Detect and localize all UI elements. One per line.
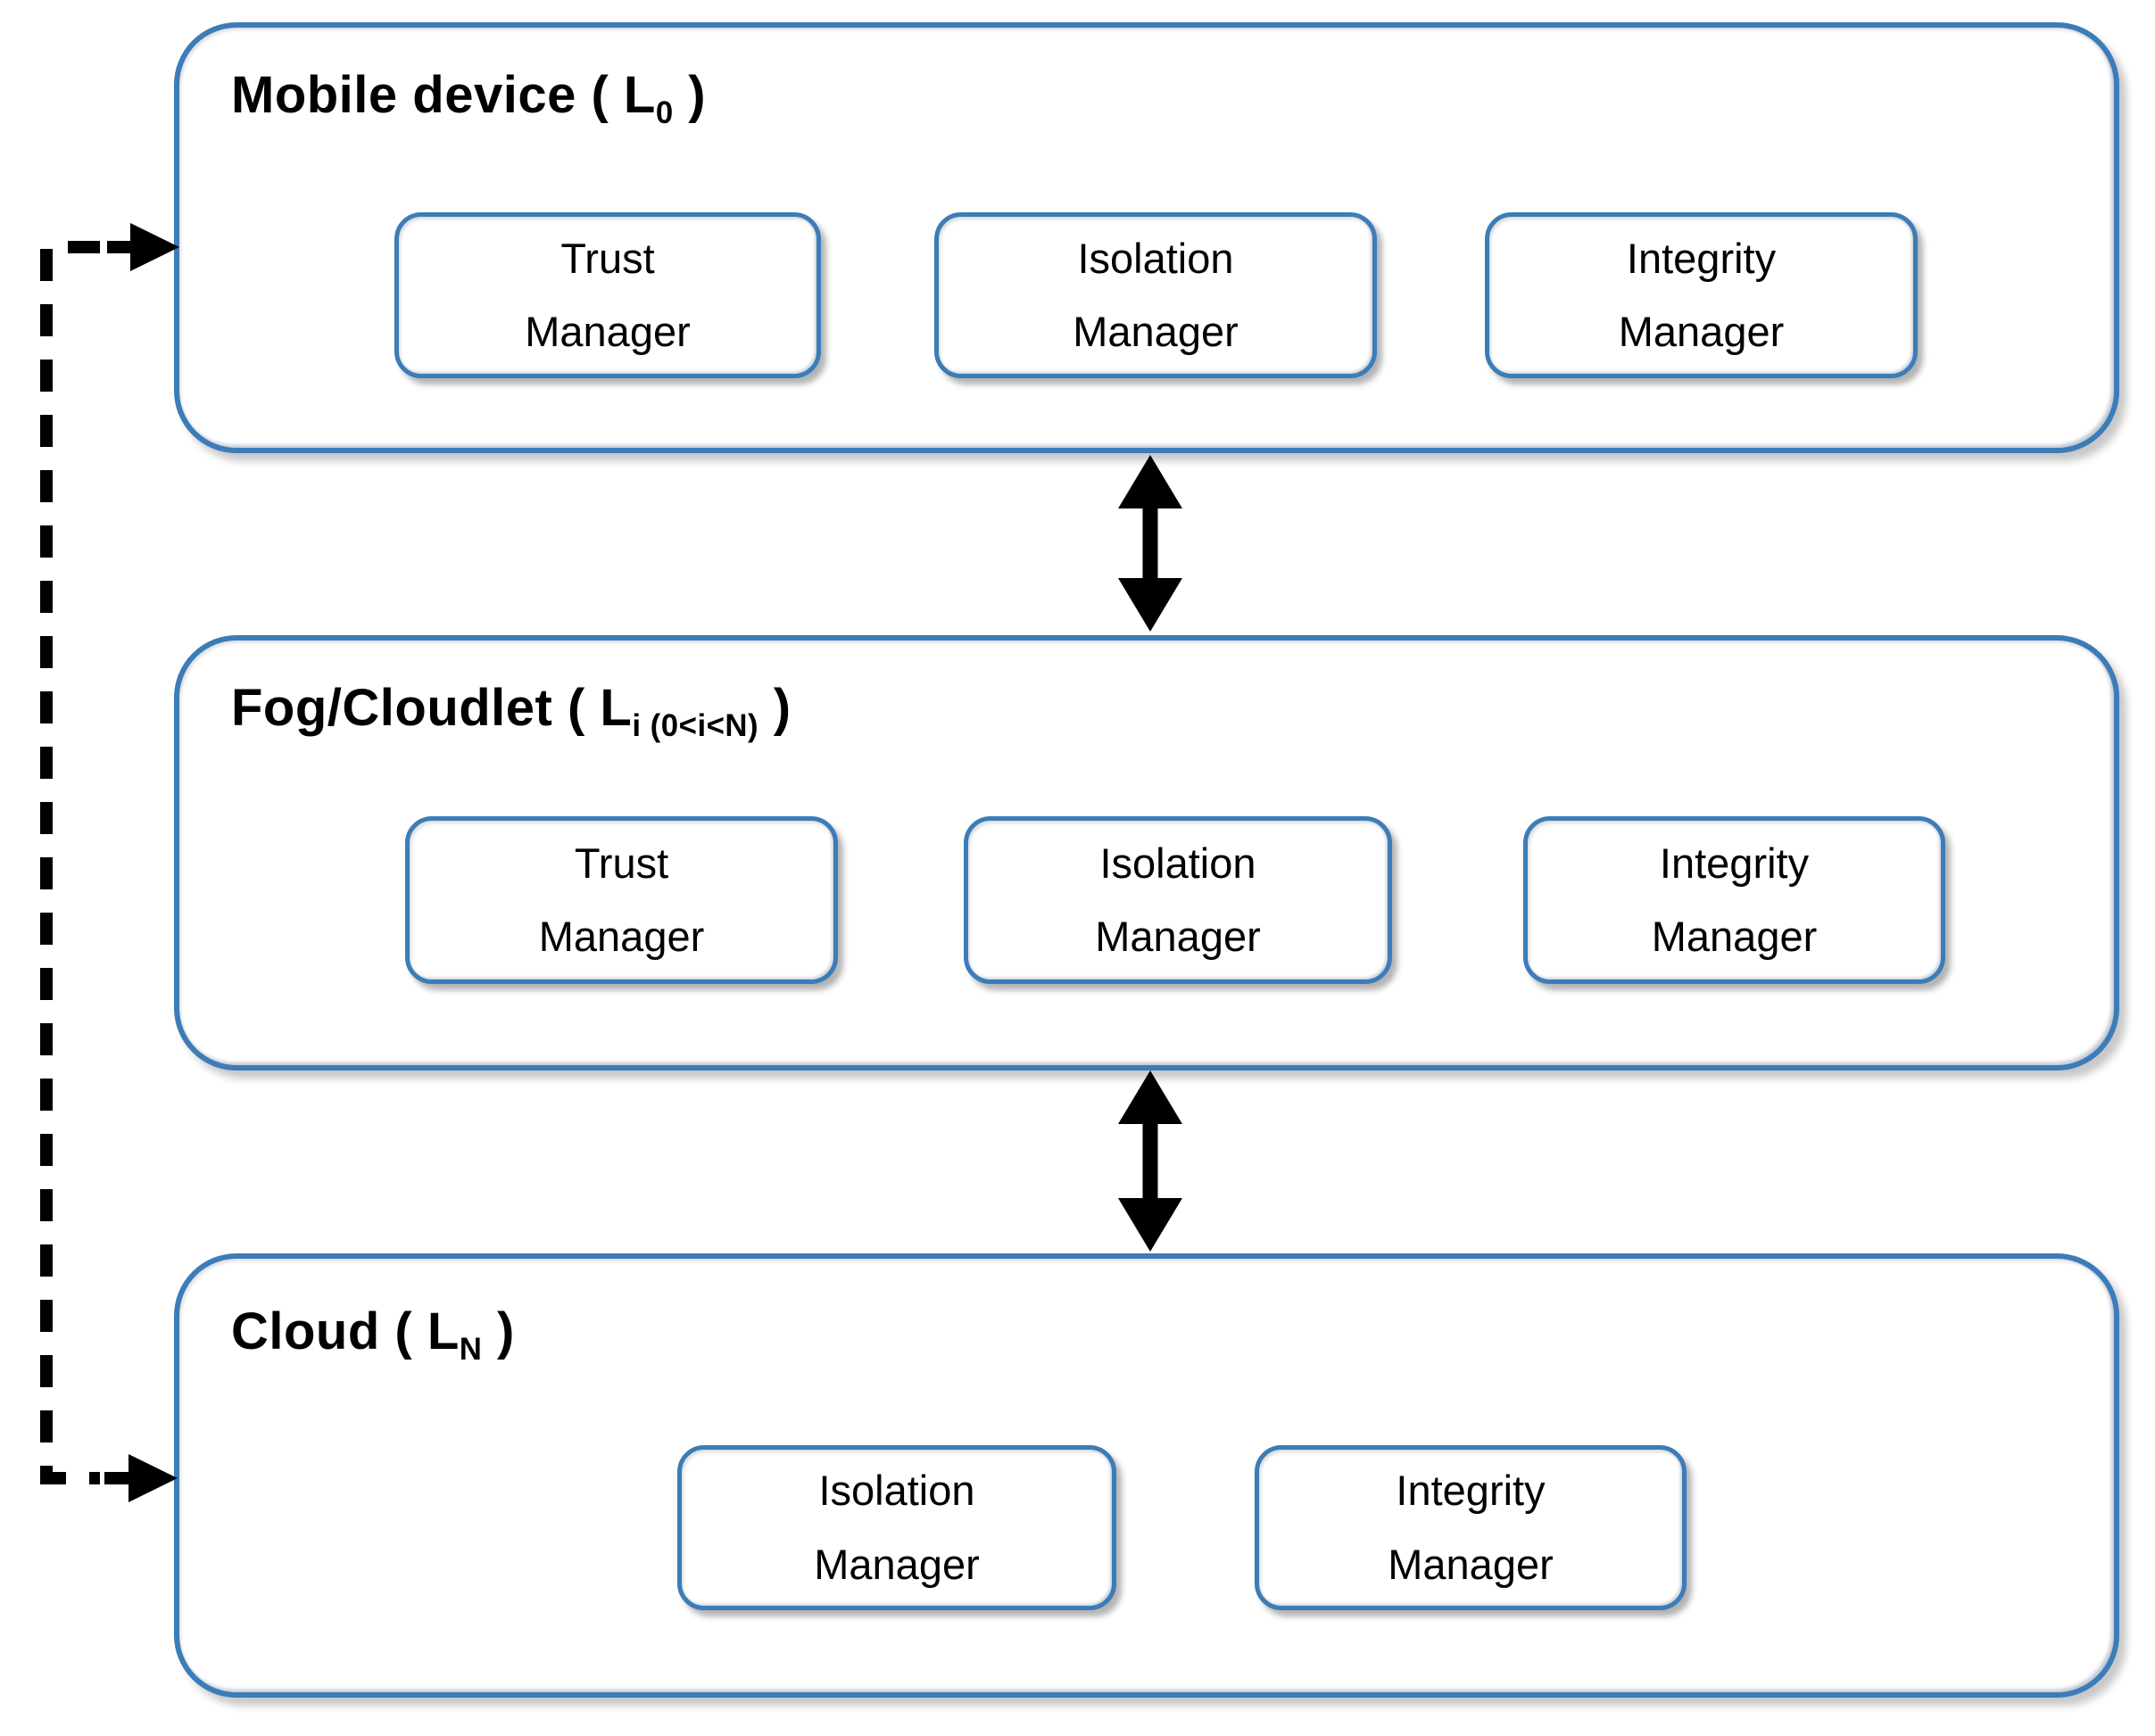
mobile-cloud-dashed-connector <box>40 223 179 1502</box>
module-isolation-manager-cloud: Isolation Manager <box>677 1445 1116 1610</box>
layer-box-cloud: Cloud ( LN ) Isolation Manager Integrity… <box>174 1253 2119 1698</box>
layer-title-cloud-subscript: N <box>459 1332 483 1368</box>
layer-box-fog-cloudlet: Fog/Cloudlet ( Li (0<i<N) ) Trust Manage… <box>174 635 2119 1071</box>
module-trust-manager-fog: Trust Manager <box>405 816 838 984</box>
layer-title-fog-pre: Fog/Cloudlet ( L <box>231 679 633 737</box>
layer-title-mobile-post: ) <box>673 66 707 124</box>
layer-title-mobile-pre: Mobile device ( L <box>231 66 656 124</box>
fog-cloud-arrow <box>1118 1071 1182 1252</box>
layer-title-cloud: Cloud ( LN ) <box>231 1302 515 1365</box>
layer-title-fog-post: ) <box>758 679 792 737</box>
module-isolation-manager-mobile: Isolation Manager <box>934 212 1377 378</box>
layer-title-cloud-pre: Cloud ( L <box>231 1302 460 1360</box>
layer-title-mobile-subscript: 0 <box>655 95 674 131</box>
layer-box-mobile-device: Mobile device ( L0 ) Trust Manager Isola… <box>174 22 2119 453</box>
module-integrity-manager-cloud: Integrity Manager <box>1255 1445 1687 1610</box>
module-integrity-manager-mobile: Integrity Manager <box>1485 212 1918 378</box>
mobile-fog-arrow <box>1118 455 1182 632</box>
module-isolation-manager-fog: Isolation Manager <box>964 816 1392 984</box>
layer-title-mobile-device: Mobile device ( L0 ) <box>231 65 707 128</box>
module-integrity-manager-fog: Integrity Manager <box>1523 816 1945 984</box>
layer-title-cloud-post: ) <box>482 1302 515 1360</box>
layer-title-fog-subscript: i (0<i<N) <box>632 708 759 744</box>
module-trust-manager-mobile: Trust Manager <box>394 212 821 378</box>
layer-title-fog-cloudlet: Fog/Cloudlet ( Li (0<i<N) ) <box>231 678 792 741</box>
